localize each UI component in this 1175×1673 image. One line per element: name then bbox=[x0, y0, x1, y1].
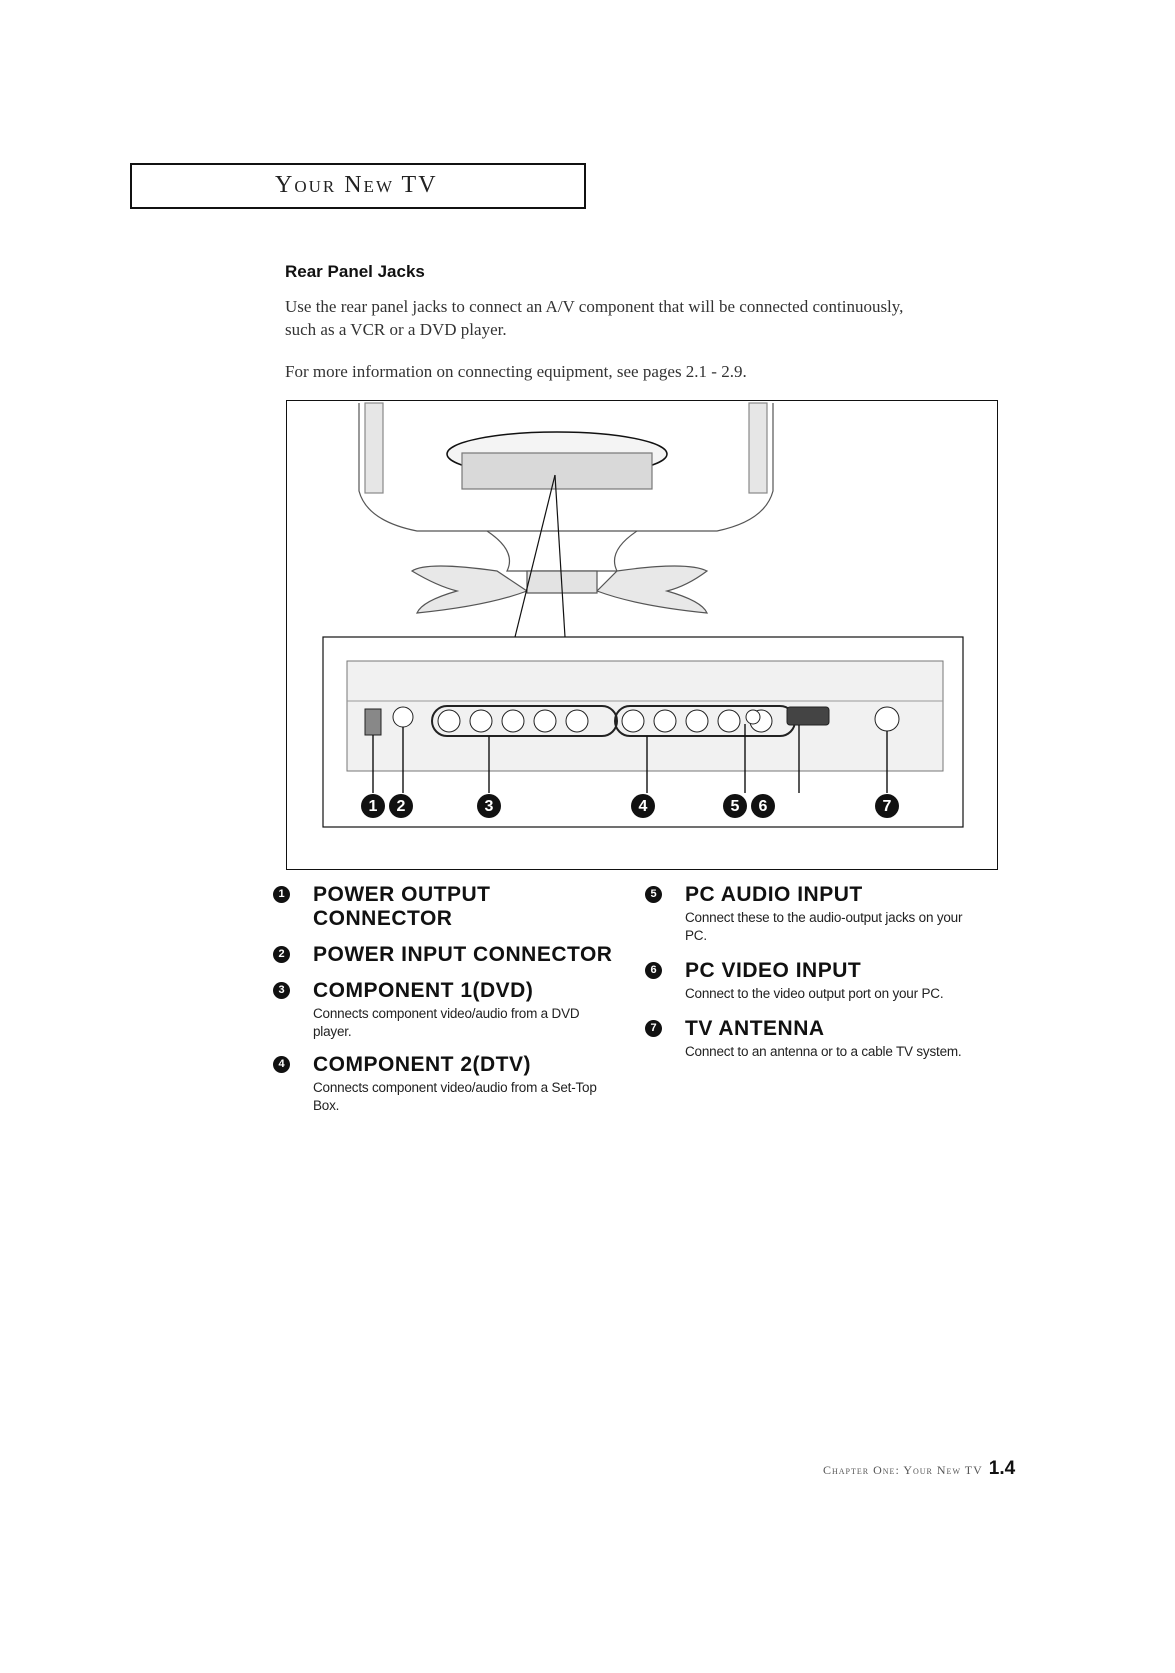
item-description: Connects component video/audio from a DV… bbox=[313, 1006, 580, 1039]
component2-jack-1 bbox=[621, 709, 645, 733]
section-title: Rear Panel Jacks bbox=[285, 262, 425, 281]
jacks bbox=[364, 705, 900, 737]
pc-audio-jack bbox=[745, 709, 761, 725]
component2-jack-2 bbox=[653, 709, 677, 733]
component2-jack-3 bbox=[685, 709, 709, 733]
component1-jack-1 bbox=[437, 709, 461, 733]
callout-badge-4 bbox=[631, 794, 655, 818]
item-label: PC AUDIO INPUT bbox=[685, 883, 863, 906]
item-label: COMPONENT 2(DTV) bbox=[313, 1053, 531, 1076]
jack-list-left: 1 POWER OUTPUT CONNECTOR 2 POWER INPUT C… bbox=[273, 883, 613, 1127]
item-label: TV ANTENNA bbox=[685, 1017, 825, 1040]
tv-antenna-jack bbox=[874, 706, 900, 732]
chapter-header-title: Your New TV bbox=[275, 172, 438, 198]
footer-page-number: 1.4 bbox=[988, 1458, 1016, 1479]
jack-item-power-output: 1 POWER OUTPUT CONNECTOR bbox=[273, 883, 603, 931]
callout-number: 5 bbox=[731, 798, 740, 815]
zoom-line-right bbox=[554, 474, 566, 638]
item-number-badge: 2 bbox=[273, 946, 290, 963]
jack-panel bbox=[346, 660, 944, 772]
item-label: COMPONENT 1(DVD) bbox=[313, 979, 534, 1002]
callout-badge-6 bbox=[751, 794, 775, 818]
jack-item-tv-antenna: 7 TV ANTENNA Connect to an antenna or to… bbox=[645, 1017, 975, 1061]
item-number-badge: 4 bbox=[273, 1056, 290, 1073]
item-description: Connect to an antenna or to a cable TV s… bbox=[685, 1044, 962, 1059]
item-number-badge: 7 bbox=[645, 1020, 662, 1037]
jack-item-component1: 3 COMPONENT 1(DVD) Connects component vi… bbox=[273, 979, 603, 1041]
callout-badge-3 bbox=[477, 794, 501, 818]
item-number-badge: 6 bbox=[645, 962, 662, 979]
item-label: POWER OUTPUT CONNECTOR bbox=[313, 883, 491, 930]
more-info-paragraph: For more information on connecting equip… bbox=[285, 362, 747, 381]
callout-number: 1 bbox=[369, 798, 378, 815]
callout-badges: 1 2 3 4 5 6 7 bbox=[361, 794, 899, 818]
callout-badge-1 bbox=[361, 794, 385, 818]
callout-number: 2 bbox=[397, 798, 406, 815]
callout-number: 7 bbox=[883, 798, 892, 815]
power-input-jack bbox=[392, 706, 414, 728]
pc-video-port bbox=[786, 706, 830, 726]
item-label: PC VIDEO INPUT bbox=[685, 959, 862, 982]
item-description: Connect to the video output port on your… bbox=[685, 986, 944, 1001]
item-description: Connects component video/audio from a Se… bbox=[313, 1080, 597, 1113]
jack-item-pc-video: 6 PC VIDEO INPUT Connect to the video ou… bbox=[645, 959, 975, 1003]
zoom-line-left bbox=[514, 474, 556, 638]
rear-panel-illustration: 1 2 3 4 5 6 7 bbox=[322, 402, 964, 828]
item-number-badge: 5 bbox=[645, 886, 662, 903]
power-output-jack bbox=[364, 708, 382, 736]
item-number-badge: 3 bbox=[273, 982, 290, 999]
component2-jack-4 bbox=[717, 709, 741, 733]
component1-jack-2 bbox=[469, 709, 493, 733]
footer-chapter: Chapter One: Your New TV bbox=[823, 1463, 983, 1477]
callout-number: 6 bbox=[759, 798, 768, 815]
jack-item-pc-audio: 5 PC AUDIO INPUT Connect these to the au… bbox=[645, 883, 975, 945]
callout-badge-5 bbox=[723, 794, 747, 818]
callout-badge-7 bbox=[875, 794, 899, 818]
component1-jack-5 bbox=[565, 709, 589, 733]
item-number-badge: 1 bbox=[273, 886, 290, 903]
component1-jack-4 bbox=[533, 709, 557, 733]
intro-paragraph: Use the rear panel jacks to connect an A… bbox=[285, 297, 904, 339]
callout-badge-2 bbox=[389, 794, 413, 818]
component1-group bbox=[431, 705, 618, 737]
chapter-header: Your New TV bbox=[130, 163, 586, 209]
callout-number: 3 bbox=[485, 798, 494, 815]
item-label: POWER INPUT CONNECTOR bbox=[313, 943, 613, 966]
tv-rear-body bbox=[358, 402, 774, 614]
callout-number: 4 bbox=[639, 798, 648, 815]
rear-panel-figure: 1 2 3 4 5 6 7 bbox=[286, 400, 998, 870]
jack-item-power-input: 2 POWER INPUT CONNECTOR bbox=[273, 943, 613, 967]
jack-list-right: 5 PC AUDIO INPUT Connect these to the au… bbox=[645, 883, 975, 1073]
page-footer: Chapter One: Your New TV 1.4 bbox=[823, 1458, 1015, 1480]
component1-jack-3 bbox=[501, 709, 525, 733]
item-description: Connect these to the audio-output jacks … bbox=[685, 910, 963, 943]
jack-item-component2: 4 COMPONENT 2(DTV) Connects component vi… bbox=[273, 1053, 603, 1115]
